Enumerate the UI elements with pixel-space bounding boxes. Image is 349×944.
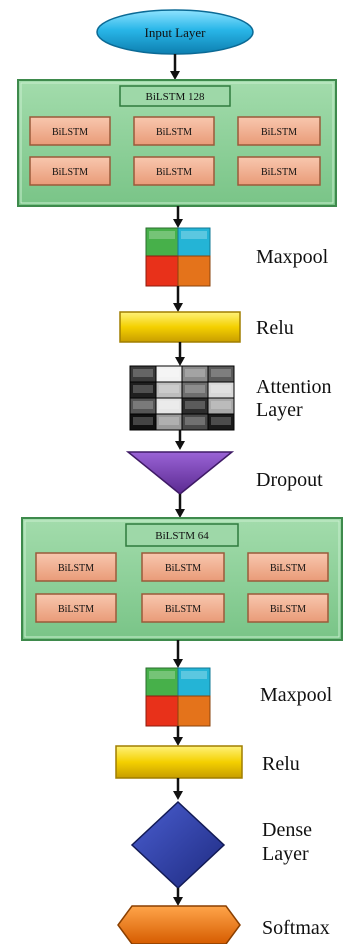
attention-layer-node xyxy=(129,365,235,431)
relu-2-node xyxy=(115,745,243,779)
attention-cell-highlight xyxy=(133,417,153,425)
relu-1-label: Relu xyxy=(256,317,294,339)
attention-cell-highlight xyxy=(185,401,205,409)
relu-2-label: Relu xyxy=(262,753,300,775)
bilstm-cell: BiLSTM xyxy=(237,116,321,146)
bilstm-cell: BiLSTM xyxy=(133,156,215,186)
bilstm-cell-label: BiLSTM xyxy=(165,563,201,574)
attention-cell-highlight xyxy=(133,385,153,393)
bilstm-64-block: BiLSTM 64 BiLSTM BiLSTM BiLSTM BiLSTM Bi… xyxy=(21,517,343,641)
bilstm-cell: BiLSTM xyxy=(35,593,117,623)
bilstm-cell-label: BiLSTM xyxy=(156,127,192,138)
bilstm-cell-label: BiLSTM xyxy=(270,563,306,574)
bilstm-cell: BiLSTM xyxy=(35,552,117,582)
bilstm-cell: BiLSTM xyxy=(141,552,225,582)
arrow-attention-to-dropout xyxy=(175,430,185,450)
softmax-label: Softmax xyxy=(262,917,330,939)
attention-cell-highlight xyxy=(211,369,231,377)
attention-cell-highlight xyxy=(211,417,231,425)
attention-cell xyxy=(207,413,235,431)
bilstm-cell: BiLSTM xyxy=(247,552,329,582)
relu-1-node xyxy=(119,311,241,343)
attention-cell-highlight xyxy=(133,369,153,377)
arrow-maxpool2-to-relu2 xyxy=(173,726,183,746)
dense-label-line1: Dense xyxy=(262,819,312,841)
bilstm-cell-label: BiLSTM xyxy=(261,127,297,138)
arrow-block2-to-maxpool2 xyxy=(173,640,183,668)
bilstm-cell-label: BiLSTM xyxy=(165,604,201,615)
attention-cell-highlight xyxy=(159,401,179,409)
attention-label-line2: Layer xyxy=(256,399,303,421)
bilstm-cell-label: BiLSTM xyxy=(52,127,88,138)
bilstm-cell: BiLSTM xyxy=(29,116,111,146)
attention-cell-highlight xyxy=(159,385,179,393)
maxpool-2-node xyxy=(145,667,211,727)
attention-cell-highlight xyxy=(185,369,205,377)
dropout-label: Dropout xyxy=(256,469,323,491)
dense-label-line2: Layer xyxy=(262,843,309,865)
bilstm-cell: BiLSTM xyxy=(247,593,329,623)
attention-cell-highlight xyxy=(159,369,179,377)
attention-cell-highlight xyxy=(133,401,153,409)
bilstm-cell-label: BiLSTM xyxy=(52,167,88,178)
bilstm-cell: BiLSTM xyxy=(237,156,321,186)
arrow-maxpool1-to-relu1 xyxy=(173,286,183,312)
bilstm-128-title: BiLSTM 128 xyxy=(146,91,205,103)
attention-cell-highlight xyxy=(185,385,205,393)
arrow-dense-to-softmax xyxy=(173,888,183,906)
arrow-relu2-to-dense xyxy=(173,778,183,800)
bilstm-cell: BiLSTM xyxy=(29,156,111,186)
attention-cell-highlight xyxy=(211,385,231,393)
input-layer-label: Input Layer xyxy=(144,25,206,40)
softmax-node xyxy=(117,905,241,944)
bilstm-cell-label: BiLSTM xyxy=(58,563,94,574)
bilstm-cell-label: BiLSTM xyxy=(156,167,192,178)
arrow-relu1-to-attention xyxy=(175,342,185,366)
bilstm-cell-label: BiLSTM xyxy=(58,604,94,615)
bilstm-cell-label: BiLSTM xyxy=(261,167,297,178)
dropout-node xyxy=(125,451,235,495)
maxpool-2-label: Maxpool xyxy=(260,684,333,706)
dense-layer-node xyxy=(130,800,226,890)
maxpool-1-label: Maxpool xyxy=(256,246,329,268)
attention-cell-highlight xyxy=(159,417,179,425)
attention-label-line1: Attention xyxy=(256,376,332,398)
input-layer-node: Input Layer xyxy=(96,9,254,55)
bilstm-64-title-box: BiLSTM 64 xyxy=(125,523,239,547)
attention-cell-highlight xyxy=(185,417,205,425)
maxpool-1-node xyxy=(145,227,211,287)
arrow-dropout-to-block2 xyxy=(175,494,185,518)
attention-cell-highlight xyxy=(211,401,231,409)
bilstm-cell-label: BiLSTM xyxy=(270,604,306,615)
bilstm-64-title: BiLSTM 64 xyxy=(155,530,209,542)
bilstm-cell: BiLSTM xyxy=(133,116,215,146)
bilstm-128-title-box: BiLSTM 128 xyxy=(119,85,231,107)
arrow-block1-to-maxpool1 xyxy=(173,206,183,228)
arrow-input-to-block1 xyxy=(170,54,180,80)
bilstm-cell: BiLSTM xyxy=(141,593,225,623)
bilstm-128-block: BiLSTM 128 BiLSTM BiLSTM BiLSTM BiLSTM B… xyxy=(17,79,337,207)
